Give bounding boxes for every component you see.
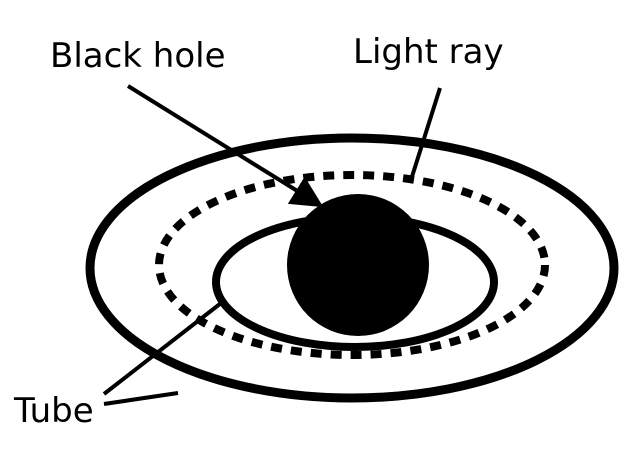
tube-pointer-line-inner [102, 298, 227, 396]
black-hole-sphere [287, 194, 429, 336]
black-hole-pointer-arrow [126, 84, 324, 208]
label-black-hole: Black hole [50, 36, 226, 76]
light-ray-pointer-line [408, 87, 442, 184]
tube-outer-ellipse [85, 133, 619, 403]
tube-pointer-line-outer [103, 391, 179, 406]
label-tube: Tube [13, 391, 94, 431]
light-ray-dashed-ellipse [155, 171, 549, 359]
label-light-ray: Light ray [353, 32, 504, 72]
